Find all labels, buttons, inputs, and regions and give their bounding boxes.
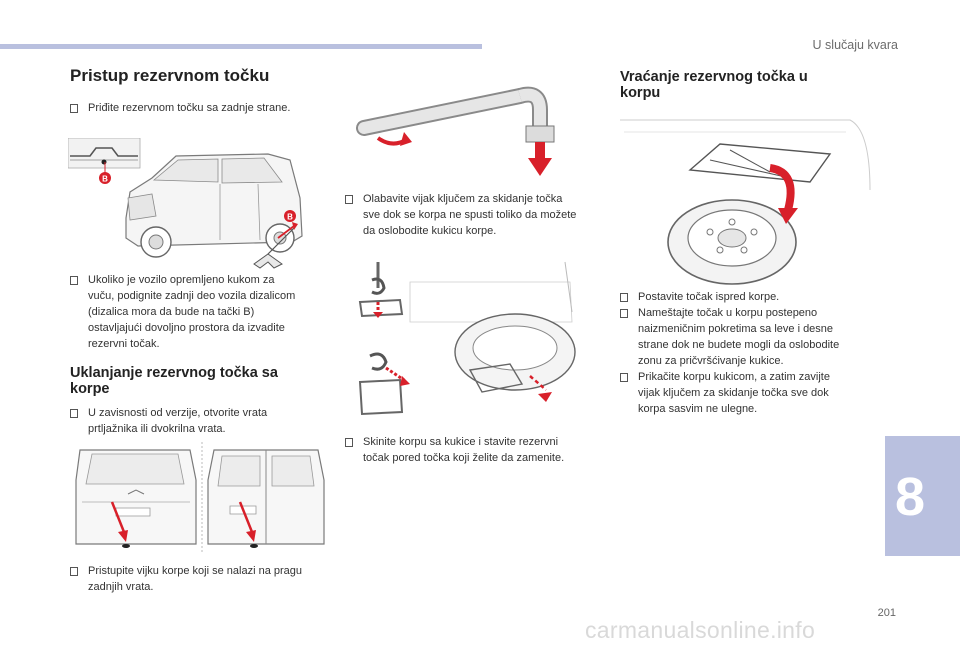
checkbox-bullet-icon xyxy=(345,195,353,204)
checkbox-bullet-icon xyxy=(70,104,78,113)
page-title: Pristup rezervnom točku xyxy=(70,66,270,85)
checkbox-bullet-icon xyxy=(620,309,628,318)
refit-wheel-illustration xyxy=(620,119,871,285)
checkbox-bullet-icon xyxy=(70,409,78,418)
checkbox-bullet-icon xyxy=(345,438,353,447)
step-approach-wheel: Priđite rezervnom točku sa zadnje strane… xyxy=(70,100,340,116)
chapter-tab: 8 xyxy=(885,436,960,556)
step-loosen-screw: Olabavite vijak ključem za skidanje točk… xyxy=(345,191,605,239)
refit-step-1: Postavite točak ispred korpe. xyxy=(620,289,875,305)
checkbox-bullet-icon xyxy=(620,293,628,302)
section-label: U slučaju kvara xyxy=(812,38,898,52)
section-heading-remove: Uklanjanje rezervnog točka sa korpe xyxy=(70,365,278,397)
page-number: 201 xyxy=(877,607,896,619)
chapter-number: 8 xyxy=(895,467,926,527)
step-remove-basket: Skinite korpu sa kukice i stavite rezerv… xyxy=(345,434,605,466)
wheelbrace-illustration xyxy=(356,86,555,176)
watermark: carmanualsonline.info xyxy=(585,617,816,643)
rear-doors-illustration xyxy=(75,442,325,552)
refit-step-3: Prikačite korpu kukicom, a zatim zavijte… xyxy=(620,369,875,417)
checkbox-bullet-icon xyxy=(620,373,628,382)
basket-hook-illustration xyxy=(358,261,576,416)
svg-text:B: B xyxy=(287,213,293,222)
step-refit-list: Postavite točak ispred korpe. Nameštajte… xyxy=(620,289,875,417)
checkbox-bullet-icon xyxy=(70,567,78,576)
svg-text:B: B xyxy=(102,175,108,184)
section-heading-refit: Vraćanje rezervnog točka u korpu xyxy=(620,69,808,101)
step-access-basket-screw: Pristupite vijku korpe koji se nalazi na… xyxy=(70,563,340,595)
callout-b-badge xyxy=(99,172,111,184)
header-accent-bar xyxy=(0,44,482,49)
step-open-doors: U zavisnosti od verzije, otvorite vrata … xyxy=(70,405,330,437)
car-jack-illustration: B B xyxy=(68,138,303,269)
checkbox-bullet-icon xyxy=(70,276,78,285)
refit-step-2: Nameštajte točak u korpu postepeno naizm… xyxy=(620,305,875,369)
step-raise-vehicle: Ukoliko je vozilo opremljeno kukom za vu… xyxy=(70,272,330,352)
